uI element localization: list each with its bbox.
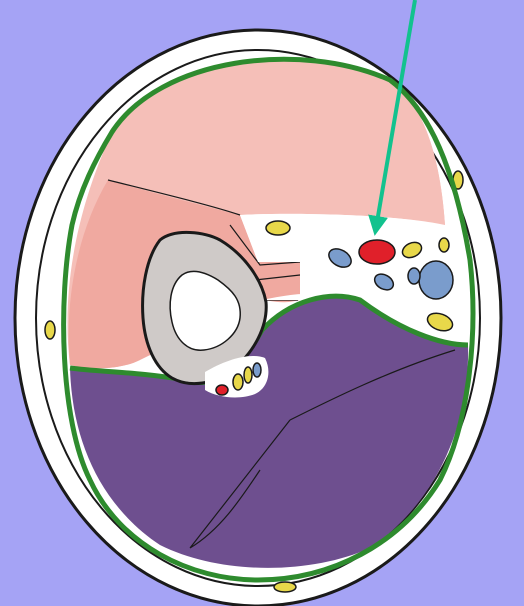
superficial-nerve-left	[45, 321, 55, 339]
vein-4	[408, 268, 420, 284]
nerve-1	[266, 221, 290, 235]
main-artery	[359, 240, 395, 264]
posterior-vein	[253, 363, 261, 377]
posterior-nerve-1	[233, 374, 243, 390]
superficial-nerve-bottom	[274, 582, 296, 592]
nerve-4	[439, 238, 449, 252]
posterior-artery	[216, 385, 228, 395]
posterior-nerve-2	[244, 367, 252, 383]
vein-3	[419, 261, 453, 299]
